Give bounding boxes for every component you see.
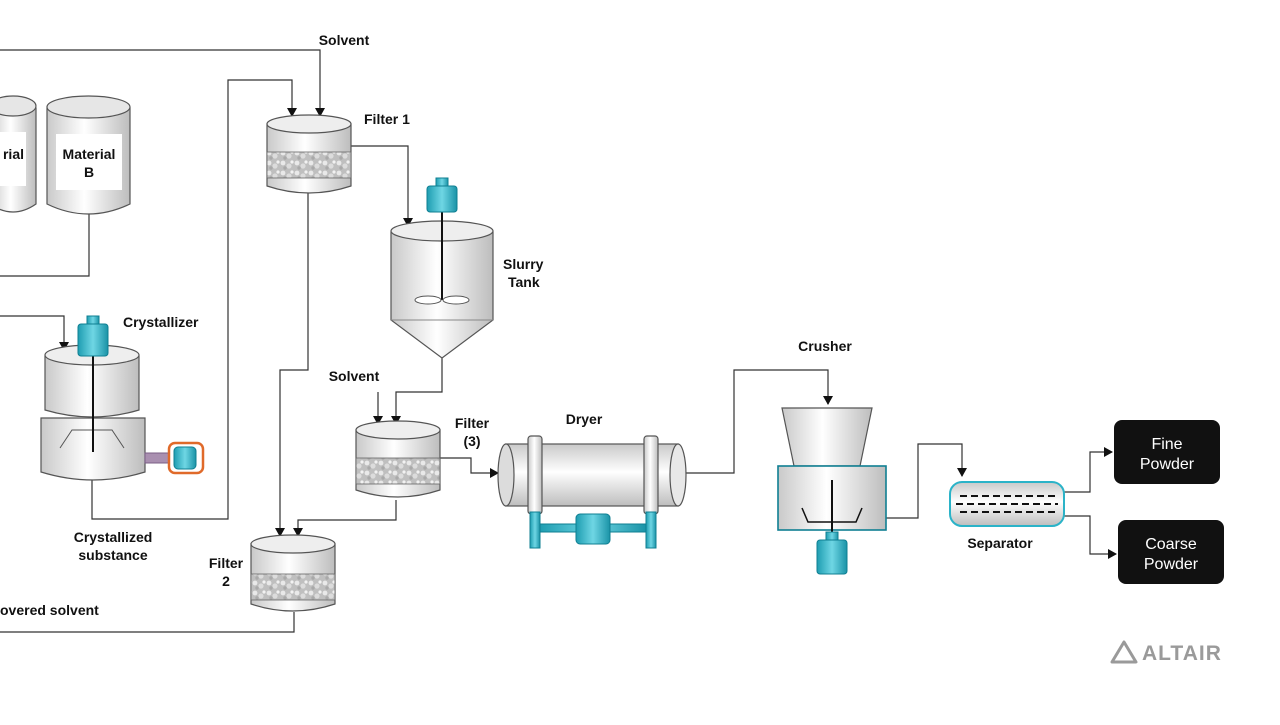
fine-powder-label-line1: Fine <box>1151 436 1182 453</box>
pipes <box>0 49 1117 633</box>
crusher-motor-icon <box>816 531 848 575</box>
filter-3-label-line1: Filter <box>455 415 490 431</box>
coarse-powder-label-line1: Coarse <box>1145 536 1197 553</box>
crystallizer <box>40 315 205 481</box>
altair-logo-icon <box>1110 640 1138 664</box>
solvent-top-label: Solvent <box>319 32 370 48</box>
filter-3 <box>355 420 441 498</box>
filter-2-label-line1: Filter <box>209 555 244 571</box>
dryer-drive-icon <box>529 511 657 549</box>
slurry-tank-label-line1: Slurry <box>503 256 544 272</box>
fine-powder-label-line2: Powder <box>1140 456 1195 473</box>
filter-2 <box>250 534 336 612</box>
filter-3-label-line2: (3) <box>463 433 480 449</box>
material-a-tank <box>0 95 37 213</box>
crystallizer-label: Crystallizer <box>123 314 199 330</box>
solvent-mid-label: Solvent <box>329 368 380 384</box>
crusher <box>777 407 887 575</box>
separator-label: Separator <box>967 535 1033 551</box>
separator <box>949 481 1065 527</box>
rotary-dryer <box>497 435 687 549</box>
slurry-tank-motor-icon <box>426 177 458 213</box>
filter-1 <box>266 114 352 194</box>
material-b-label-line2: B <box>84 164 94 180</box>
crystallizer-pump-icon <box>144 441 205 475</box>
coarse-powder-label-line2: Powder <box>1144 556 1199 573</box>
crusher-label: Crusher <box>798 338 852 354</box>
fine-powder-box <box>1114 420 1220 484</box>
crystallized-substance-label-line1: Crystallized <box>74 529 153 545</box>
recovered-solvent-label: overed solvent <box>0 602 99 618</box>
coarse-powder-box <box>1118 520 1224 584</box>
crystallized-substance-label-line2: substance <box>78 547 147 563</box>
altair-logo-text: ALTAIR <box>1142 642 1222 665</box>
filter-2-label-line2: 2 <box>222 573 230 589</box>
material-a-label-line1: rial <box>3 146 24 162</box>
material-b-label-panel <box>56 134 122 190</box>
material-a-label-panel <box>0 132 26 186</box>
slurry-tank <box>390 177 494 359</box>
crystallizer-motor-icon <box>77 315 109 357</box>
slurry-tank-label-line2: Tank <box>508 274 540 290</box>
filter-1-label: Filter 1 <box>364 111 410 127</box>
dryer-label: Dryer <box>566 411 603 427</box>
material-b-label-line1: Material <box>63 146 116 162</box>
material-b-tank <box>46 95 131 215</box>
altair-logo: ALTAIR <box>1110 640 1222 665</box>
